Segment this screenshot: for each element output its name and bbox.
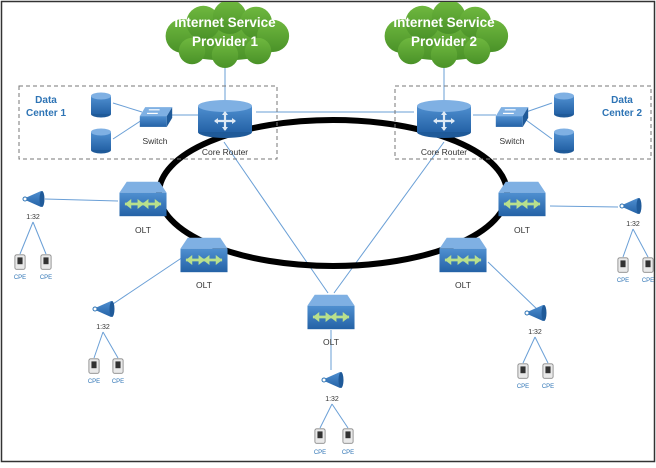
datacenter-2-box [394,85,652,160]
cpe-icon [642,257,654,273]
server-icon [91,128,111,154]
isp-1-label-line1: Internet Service [174,15,276,30]
cpe-icon [112,358,124,374]
server-icon [554,92,574,118]
datacenter-1-box [18,85,278,160]
switch-2-label: Switch [499,136,524,146]
cpe-label: CPE [14,275,26,281]
splitter-4-ratio: 1:32 [528,329,542,336]
server-icon [91,92,111,118]
cpe-icon [342,428,354,444]
olt-5-label: OLT [514,225,530,235]
cpe-label: CPE [617,278,629,284]
splitter-icon [22,190,45,208]
cpe-icon [314,428,326,444]
olt-1-label: OLT [135,225,151,235]
cpe-label: CPE [517,384,529,390]
cpe-label: CPE [40,275,52,281]
isp-2-label-line1: Internet Service [393,15,495,30]
cpe-label: CPE [642,278,654,284]
splitter-icon [321,371,344,389]
core-router-1-label: Core Router [202,147,248,157]
cpe-label: CPE [342,450,354,456]
core-router-icon [197,98,253,140]
cpe-icon [617,257,629,273]
link-lines [19,62,649,429]
datacenter-1-label-line2: Center 1 [26,108,66,119]
cpe-icon [40,254,52,270]
cpe-label: CPE [542,384,554,390]
switch-1-label: Switch [142,136,167,146]
datacenter-2-label-line1: Data [611,95,633,106]
olt-3-label: OLT [323,337,339,347]
splitter-icon [619,197,642,215]
olt-2-label: OLT [196,280,212,290]
cpe-label: CPE [112,379,124,385]
isp-1-cloud: Internet Service Provider 1 [165,2,290,68]
cpe-icon [88,358,100,374]
olt-icon [498,181,546,217]
cpe-label: CPE [314,450,326,456]
datacenter-2-label-line2: Center 2 [602,108,642,119]
switch-icon [139,106,173,128]
datacenter-1-label-line1: Data [35,95,57,106]
isp-2-cloud: Internet Service Provider 2 [384,2,509,68]
core-router-2-label: Core Router [421,147,467,157]
olt-icon [439,237,487,273]
splitter-icon [92,300,115,318]
isp-1-label-line2: Provider 1 [192,34,259,49]
switch-icon [495,106,529,128]
splitter-3-ratio: 1:32 [96,324,110,331]
core-router-icon [416,98,472,140]
splitter-1-ratio: 1:32 [26,214,40,221]
server-icon [554,128,574,154]
cpe-icon [542,363,554,379]
cpe-icon [14,254,26,270]
olt-icon [307,294,355,330]
cpe-icon [517,363,529,379]
isp-2-label-line2: Provider 2 [411,34,477,49]
splitter-2-ratio: 1:32 [626,221,640,228]
olt-icon [180,237,228,273]
olt-4-label: OLT [455,280,471,290]
cpe-label: CPE [88,379,100,385]
splitter-5-ratio: 1:32 [325,396,339,403]
olt-icon [119,181,167,217]
